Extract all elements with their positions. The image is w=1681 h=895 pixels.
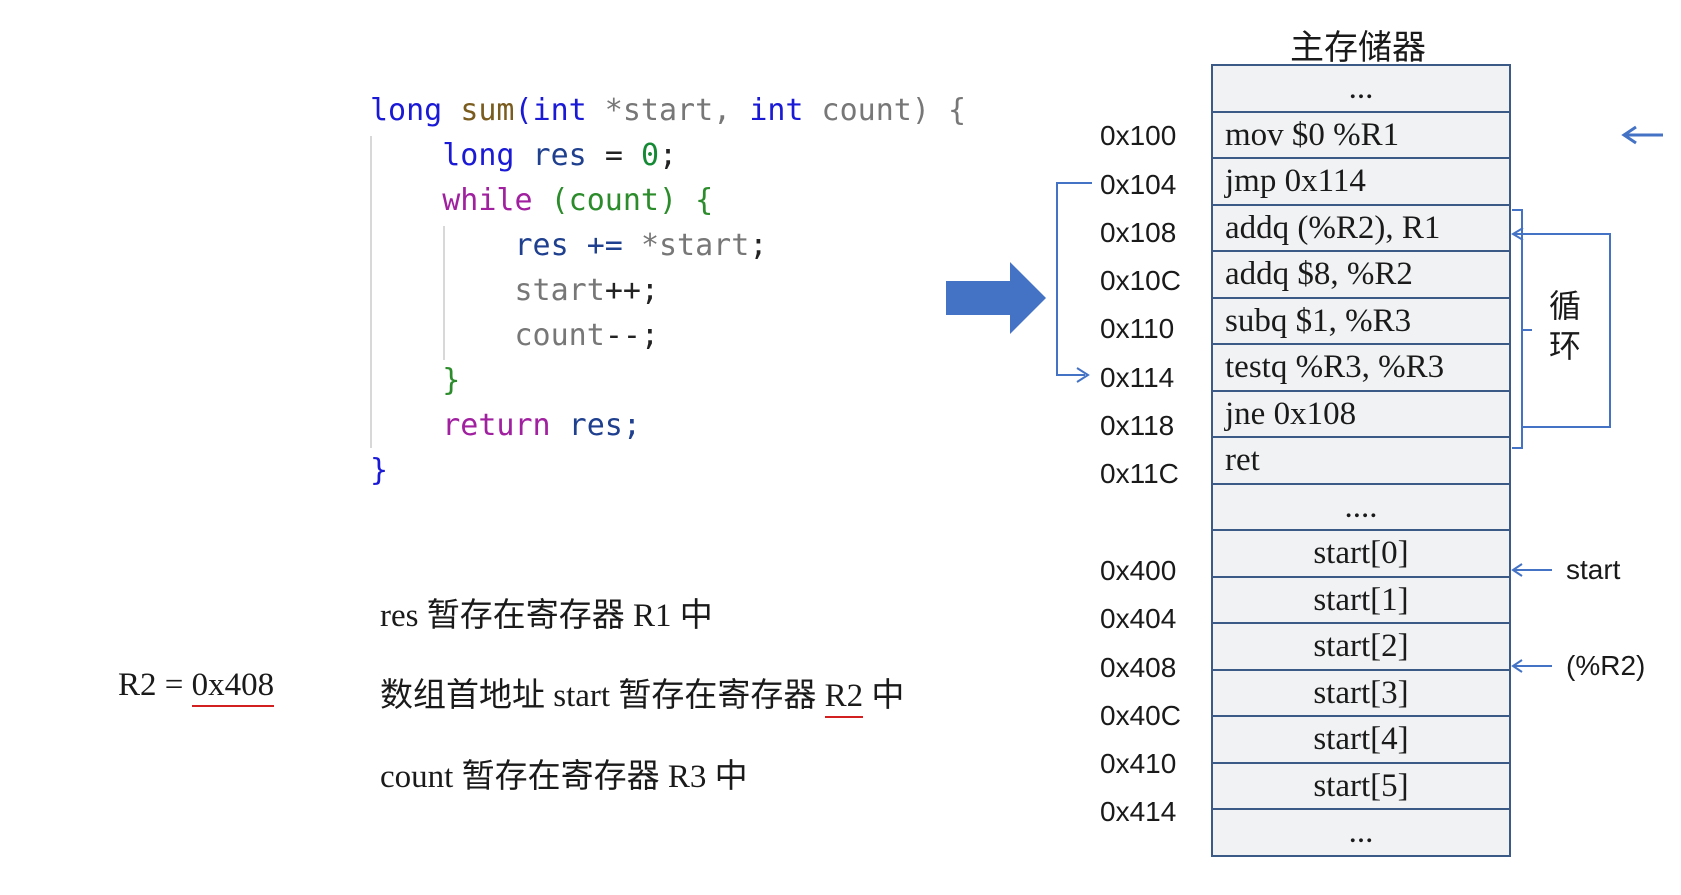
code-line-3: while (count) { (442, 183, 714, 218)
code-line-8: return res; (442, 408, 641, 443)
memory-cell-5: subq $1, %R3 (1213, 298, 1509, 345)
addr-10: 0x400 (1100, 554, 1177, 586)
addr-13: 0x40C (1100, 699, 1181, 731)
indent-guide-outer (370, 136, 372, 448)
memory-cell-13: start[3] (1213, 670, 1509, 717)
memory-title: 主存储器 (1290, 28, 1426, 68)
start-pointer-label: start (1566, 554, 1621, 585)
addr-6: 0x114 (1100, 361, 1175, 393)
addr-8: 0x11C (1100, 458, 1179, 490)
loop-arrowhead (1511, 227, 1524, 241)
memory-cell-6: testq %R3, %R3 (1213, 345, 1509, 392)
code-line-4: res += *start; (514, 228, 768, 263)
indent-guide-inner (443, 226, 445, 360)
addr-11: 0x404 (1100, 603, 1177, 635)
memory-cell-4: addq $8, %R2 (1213, 252, 1509, 299)
memory-table: ... mov $0 %R1 jmp 0x114 addq (%R2), R1 … (1211, 64, 1511, 857)
memory-cell-2: jmp 0x114 (1213, 159, 1509, 206)
memory-cell-0: ... (1213, 66, 1509, 113)
code-line-6: count--; (514, 318, 660, 353)
addr-14: 0x410 (1100, 748, 1177, 780)
start-pointer-head (1511, 563, 1523, 577)
memory-cell-12: start[2] (1213, 624, 1509, 671)
big-right-arrow (946, 262, 1046, 334)
r2-pointer-label: (%R2) (1566, 650, 1646, 681)
loop-bracket-inner (1512, 209, 1523, 449)
r2-value: 0x408 (191, 667, 275, 707)
jmp-arrowhead (1076, 367, 1090, 383)
note-start: 数组首地址 start 暂存在寄存器 R2 中 (380, 668, 904, 718)
memory-cell-1: mov $0 %R1 (1213, 112, 1509, 159)
loop-label: 循 环 (1548, 287, 1581, 365)
addr-12: 0x408 (1100, 651, 1177, 683)
memory-cell-3: addq (%R2), R1 (1213, 205, 1509, 252)
addr-1: 0x100 (1100, 120, 1177, 152)
loop-bracket-outer (1515, 233, 1611, 428)
jmp-bracket (1056, 182, 1092, 376)
note-start-reg: R2 (824, 678, 864, 718)
code-line-2: long res = 0; (442, 138, 678, 173)
addr-15: 0x414 (1100, 796, 1177, 828)
code-line-9: } (370, 453, 389, 488)
memory-cell-9: .... (1213, 484, 1509, 531)
memory-cell-8: ret (1213, 438, 1509, 485)
memory-cell-16: ... (1213, 810, 1509, 857)
note-count: count 暂存在寄存器 R3 中 (380, 759, 748, 795)
code-line-1: long sum(int *start, int count) { (370, 93, 967, 128)
addr-7: 0x118 (1100, 410, 1175, 442)
r2-value-label: R2 = 0x408 (118, 667, 275, 707)
source-code: long sum(int *start, int count) { long r… (370, 88, 966, 493)
code-line-5: start++; (514, 273, 660, 308)
addr-3: 0x108 (1100, 216, 1177, 248)
address-column: 0x100 0x104 0x108 0x10C 0x110 0x114 0x11… (1100, 64, 1181, 885)
memory-cell-11: start[1] (1213, 577, 1509, 624)
memory-cell-15: start[5] (1213, 763, 1509, 810)
memory-cell-10: start[0] (1213, 531, 1509, 578)
memory-cell-14: start[4] (1213, 717, 1509, 764)
r2-pointer-head (1511, 659, 1523, 673)
addr-4: 0x10C (1100, 265, 1181, 297)
addr-2: 0x104 (1100, 168, 1177, 200)
code-line-7: } (442, 363, 461, 398)
note-res: res 暂存在寄存器 R1 中 (380, 598, 713, 634)
pc-arrowhead (1621, 125, 1637, 145)
memory-cell-7: jne 0x108 (1213, 391, 1509, 438)
addr-5: 0x110 (1100, 313, 1175, 345)
